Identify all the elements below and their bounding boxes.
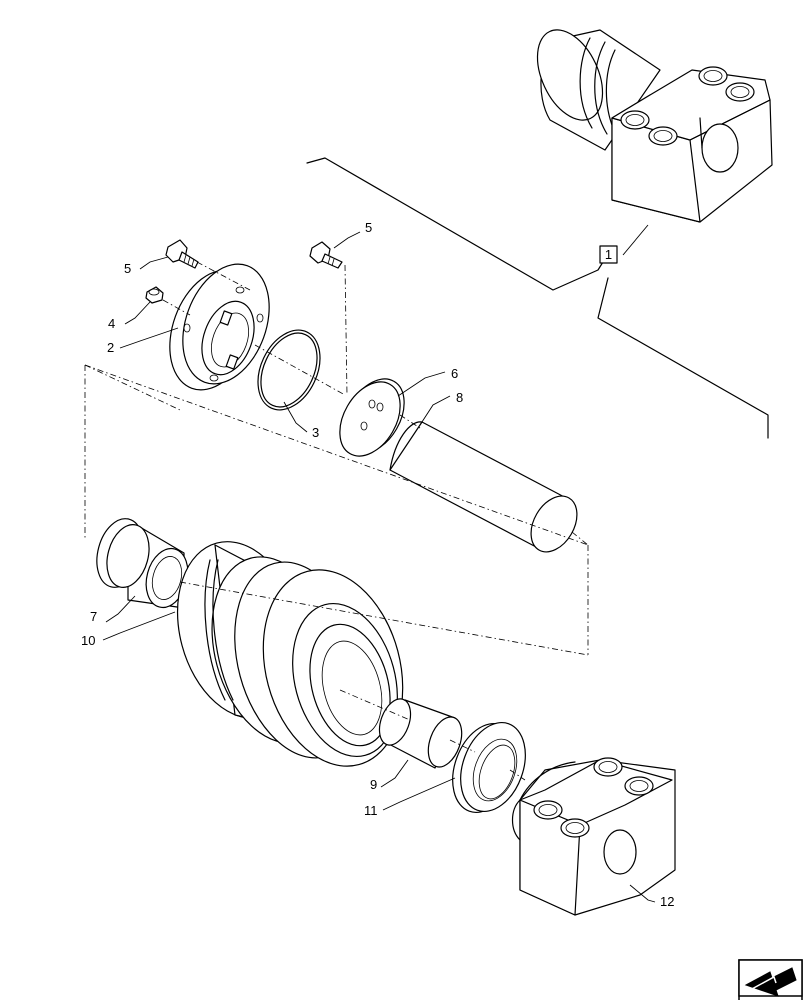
- callout-4: 4: [108, 316, 115, 331]
- assembly-reference-bracket: 1: [306, 157, 769, 439]
- callout-2: 2: [107, 340, 114, 355]
- track-roller: [176, 541, 404, 767]
- callout-7: 7: [90, 609, 97, 624]
- roller-bracket: [511, 757, 676, 916]
- roller-assembly-top: [536, 29, 773, 223]
- flange: [169, 263, 270, 391]
- bushing-left: [96, 518, 189, 609]
- callout-6: 6: [451, 366, 458, 381]
- thrust-plate: [339, 378, 405, 457]
- callout-9: 9: [370, 777, 377, 792]
- callout-1: 1: [605, 247, 612, 262]
- callout-11: 11: [364, 803, 378, 818]
- next-page-arrow-icon[interactable]: [738, 959, 803, 1005]
- callout-box-1: [599, 245, 618, 264]
- callout-5-left: 5: [124, 261, 131, 276]
- callout-5-right: 5: [365, 220, 372, 235]
- callout-12: 12: [660, 894, 674, 909]
- callout-10: 10: [81, 633, 95, 648]
- seal: [452, 721, 526, 814]
- bolt-left: [165, 239, 199, 269]
- shaft: [389, 421, 578, 553]
- o-ring: [257, 329, 321, 411]
- bushing-right: [378, 698, 463, 769]
- plug: [145, 286, 164, 304]
- callout-3: 3: [312, 425, 319, 440]
- assembly-centerlines: [84, 261, 589, 781]
- callout-8: 8: [456, 390, 463, 405]
- bolt-right: [309, 241, 343, 269]
